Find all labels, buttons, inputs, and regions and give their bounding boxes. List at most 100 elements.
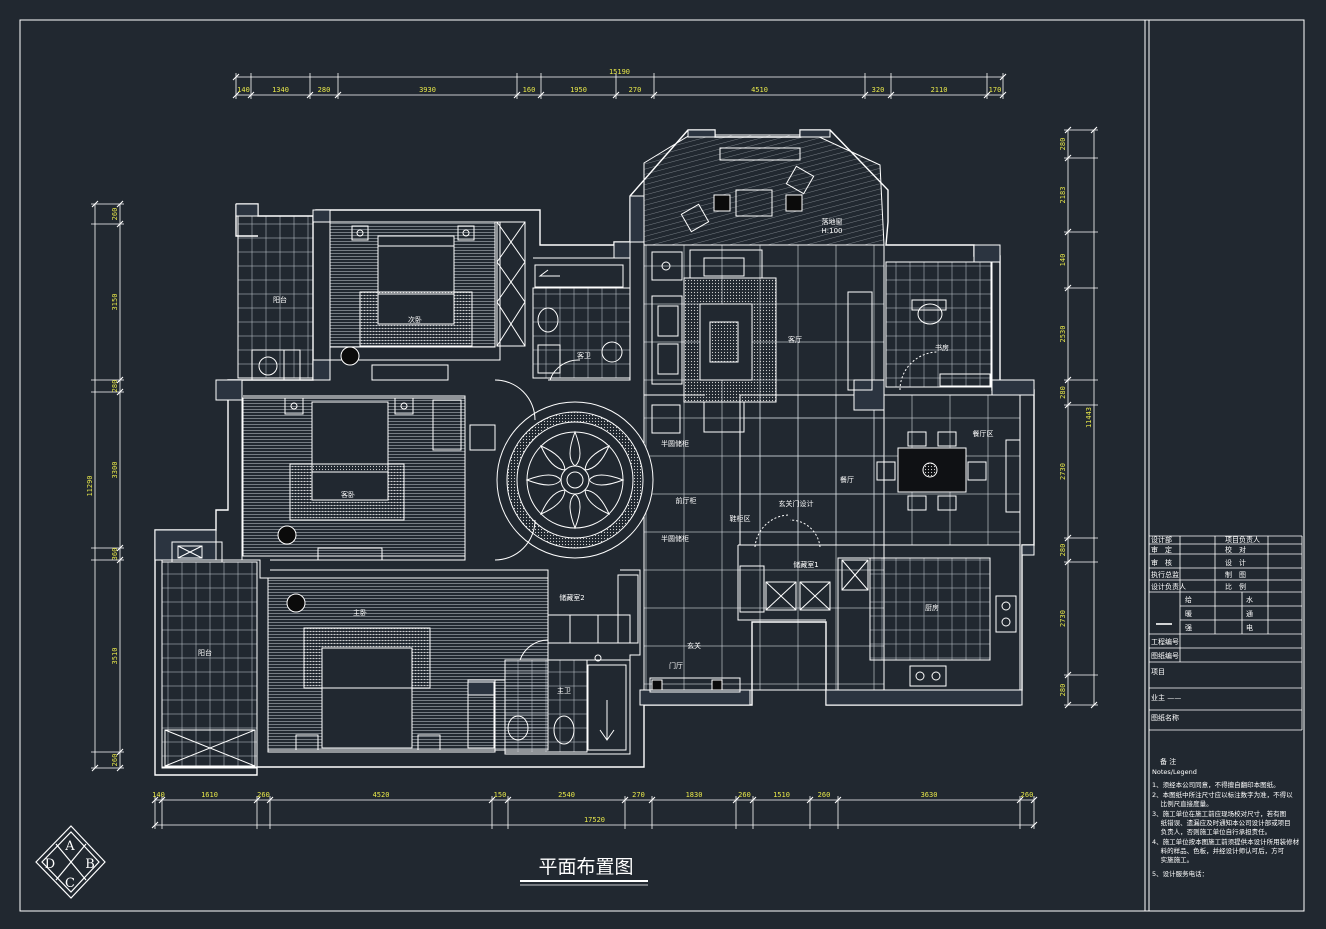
notes-title: 备 注: [1160, 757, 1176, 766]
dimension-label: 150: [494, 791, 507, 799]
dimension-label: 2183: [1059, 187, 1067, 204]
room-label-storage-room-1: 储藏室1: [793, 560, 818, 569]
logo-letter-c: C: [65, 876, 75, 891]
tb-project-no: 工程编号: [1151, 637, 1179, 646]
room-label-dining: 餐厅: [840, 475, 854, 484]
dimension-total: 11290: [86, 475, 94, 496]
dimension-label: 2730: [1059, 463, 1067, 480]
dimension-label: 1340: [272, 86, 289, 94]
note-line-5: 负责人，否则施工单位自行承担责任。: [1152, 827, 1271, 836]
dimension-label: 320: [872, 86, 885, 94]
dimension-label: 280: [318, 86, 331, 94]
tb-r3c0: 执行总监: [1151, 570, 1179, 579]
tb-discipline-0: 给: [1185, 595, 1192, 604]
room-labels: 阳台 次卧 客卧 主卧 阳台 客卫 客厅 落地窗 H:100 书房 餐厅区 餐厅…: [198, 217, 994, 695]
room-label-master-bath: 主卫: [557, 686, 571, 695]
balcony-bottom-floor: [161, 561, 258, 768]
dimension-label: 260: [111, 208, 119, 221]
tb-r1c0: 审 定: [1151, 545, 1172, 554]
dimension-label: 170: [989, 86, 1002, 94]
room-label-guest-bath: 客卫: [577, 351, 591, 360]
room-label-second-bedroom: 次卧: [408, 315, 422, 324]
dimension-label: 3630: [921, 791, 938, 799]
dining-floor: [739, 394, 1021, 546]
dimension-total: 15190: [609, 68, 630, 76]
logo-letter-d: D: [45, 857, 55, 872]
tb-project-name: 项目: [1151, 668, 1165, 676]
dimension-total: 11443: [1085, 407, 1093, 428]
room-label-guest-bedroom: 客卧: [341, 490, 355, 499]
tb-r1c2: 校 对: [1225, 545, 1246, 554]
note-line-6: 4、施工单位按本图施工前须提供本设计所用装修材: [1152, 837, 1300, 846]
dimension-chain-right: 280 2183 140 2530 280 2730 280 2730 280 11443: [1059, 126, 1098, 709]
tb-discipline-4: 强: [1185, 624, 1192, 632]
tb-r2c2: 设 计: [1225, 558, 1246, 567]
dimension-label: 260: [111, 754, 119, 767]
company-logo: A B C D: [35, 825, 106, 899]
dimension-label: 270: [629, 86, 642, 94]
room-label-balcony-bottom: 阳台: [198, 648, 212, 657]
dimension-label: 270: [632, 791, 645, 799]
dimension-label: 280: [111, 380, 119, 393]
tb-r2c0: 审 核: [1151, 558, 1172, 567]
dimension-label: 260: [257, 791, 270, 799]
room-label-hall: 前厅柜: [676, 496, 697, 505]
dimension-label: 280: [1059, 138, 1067, 151]
tb-discipline-2: 暖: [1185, 610, 1192, 618]
dimension-label: 2730: [1059, 610, 1067, 627]
tb-r4c2: 比 例: [1225, 582, 1246, 591]
logo-letter-a: A: [64, 839, 75, 854]
room-label-storage-room-2: 储藏室2: [559, 593, 584, 602]
note-line-7: 料的样品、色板，并经设计师认可后，方可: [1152, 846, 1285, 855]
dimension-label: 3300: [111, 462, 119, 479]
room-label-living: 客厅: [788, 335, 802, 344]
dimension-label: 2530: [1059, 326, 1067, 343]
dimension-label: 1510: [773, 791, 790, 799]
title-block-text: 设计部 项目负责人 审 定 校 对 审 核 设 计 执行总监 制 图 设计负责人…: [1151, 535, 1300, 878]
drawing-title-text: 平面布置图: [538, 856, 633, 878]
floor-plan: [154, 129, 1035, 776]
dimension-label: 3150: [111, 294, 119, 311]
dimension-label: 280: [1059, 684, 1067, 697]
dimension-label: 160: [523, 86, 536, 94]
dimension-label: 360: [111, 548, 119, 561]
dimension-label: 1950: [570, 86, 587, 94]
bath-floor-2: [504, 659, 588, 753]
dimension-label: 2110: [931, 86, 948, 94]
dimension-label: 260: [818, 791, 831, 799]
dimension-label: 3510: [111, 648, 119, 665]
logo-letter-b: B: [85, 857, 95, 872]
tb-discipline-3: 通: [1246, 609, 1253, 618]
note-line-3: 3、施工单位在施工前应现场校对尺寸，若有图: [1152, 809, 1286, 818]
dimension-label: 280: [1059, 544, 1067, 557]
tb-drawing-name: 图纸名称: [1151, 713, 1179, 722]
kitchen-floor: [869, 557, 991, 661]
dimension-chain-left: 260 3150 280 3300 360 3510 260 11290: [86, 200, 124, 772]
note-line-9: 5、设计服务电话：: [1152, 869, 1208, 878]
room-label-passage: 玄关门设计: [779, 499, 814, 508]
dimension-label: 140: [1059, 254, 1067, 267]
dimension-total: 17520: [584, 816, 605, 824]
notes-subtitle: Notes/Legend: [1152, 768, 1197, 776]
room-label-kitchen: 厨房: [925, 603, 939, 612]
note-line-1: 2、本图纸中所注尺寸应以标注数字为准，不得以: [1152, 790, 1293, 799]
room-label-entrance: 玄关: [687, 641, 701, 650]
dimension-label: 260: [1021, 791, 1034, 799]
dimension-label: 4510: [751, 86, 768, 94]
dimension-label: 260: [738, 791, 751, 799]
dimension-label: 1830: [686, 791, 703, 799]
dimension-label: 280: [1059, 386, 1067, 399]
room-label-floor-window-height: H:100: [822, 227, 843, 235]
tb-drawing-no: 图纸编号: [1151, 651, 1179, 660]
tb-owner: 业主 ——: [1151, 693, 1181, 702]
dimension-label: 4520: [373, 791, 390, 799]
room-label-floor-window: 落地窗: [822, 217, 843, 226]
room-label-study: 书房: [935, 343, 949, 352]
room-label-balcony-top: 阳台: [273, 295, 287, 304]
foyer-flower: [525, 430, 625, 530]
room-label-master-bedroom: 主卧: [353, 608, 367, 617]
dimension-label: 1610: [201, 791, 218, 799]
